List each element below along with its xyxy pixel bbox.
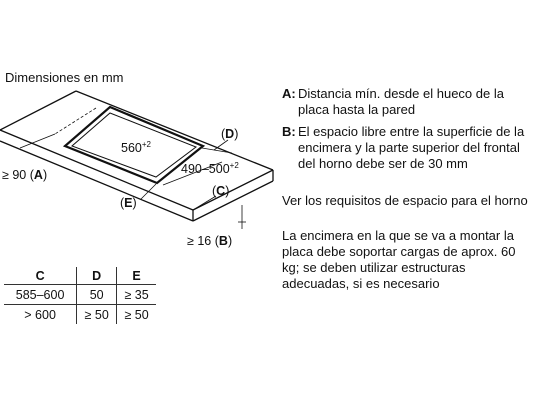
note-a-key: A:: [282, 86, 296, 101]
table-header-d: D: [76, 267, 117, 285]
worktop-right-bottom-edge: [192, 180, 274, 222]
worktop-right-edge: [192, 169, 274, 211]
note-worktop-load: La encimera en la que se va a montar la …: [282, 228, 516, 291]
dimension-depth-extension: [201, 147, 233, 154]
note-b-text: El espacio libre entre la superficie de …: [298, 124, 525, 171]
label-c: (C): [212, 184, 229, 198]
worktop-back-edge: [75, 90, 274, 171]
dimension-e-leader: [140, 183, 157, 200]
note-b-key: B:: [282, 124, 296, 139]
worktop-left-edge: [0, 90, 77, 131]
table-cell: ≥ 50: [76, 304, 117, 324]
dimension-c-leader: [192, 195, 217, 211]
dimension-d-leader: [213, 139, 229, 151]
cutout-width-label: 560+2: [121, 140, 152, 155]
worktop-front-bottom-edge: [0, 140, 194, 222]
diagram-title: Dimensiones en mm: [5, 70, 124, 85]
table-cell: 585–600: [4, 284, 77, 305]
table-cell: > 600: [24, 307, 56, 322]
label-d: (D): [221, 127, 238, 141]
cutout-diagram: 560+2 490–500+2 (D) ≥ 90 (A) (C) (E) ≥ 1…: [0, 90, 274, 248]
label-e: (E): [120, 196, 137, 210]
note-a: A: Distancia mín. desde el hueco de la p…: [282, 86, 532, 118]
table-cell: ≥ 35: [116, 284, 156, 305]
dimension-a-line: [19, 133, 56, 149]
note-a-text: Distancia mín. desde el hueco de la plac…: [298, 86, 504, 117]
hob-cutout-inner-edge: [71, 112, 198, 178]
label-a: ≥ 90 (A): [2, 168, 47, 182]
table-row: > 600 ≥ 50 ≥ 50: [4, 304, 156, 324]
dimension-depth-line: [162, 161, 223, 186]
table-cell: ≥ 50: [116, 304, 156, 324]
hob-cutout: [62, 105, 206, 185]
note-oven-requirements: Ver los requisitos de espacio para el ho…: [282, 193, 528, 208]
table-header-c: C: [4, 267, 77, 285]
table-row: 585–600 50 ≥ 35: [4, 284, 156, 305]
table-header-e: E: [116, 267, 156, 285]
label-b: ≥ 16 (B): [187, 234, 232, 248]
cutout-depth-label: 490–500+2: [181, 161, 239, 176]
dimension-a-extension: [54, 107, 97, 135]
table-cell: 50: [76, 284, 117, 305]
clearance-table: C D E 585–600 50 ≥ 35 > 600 ≥ 50 ≥ 50: [4, 267, 156, 324]
note-b: B: El espacio libre entre la superficie …: [282, 124, 532, 172]
